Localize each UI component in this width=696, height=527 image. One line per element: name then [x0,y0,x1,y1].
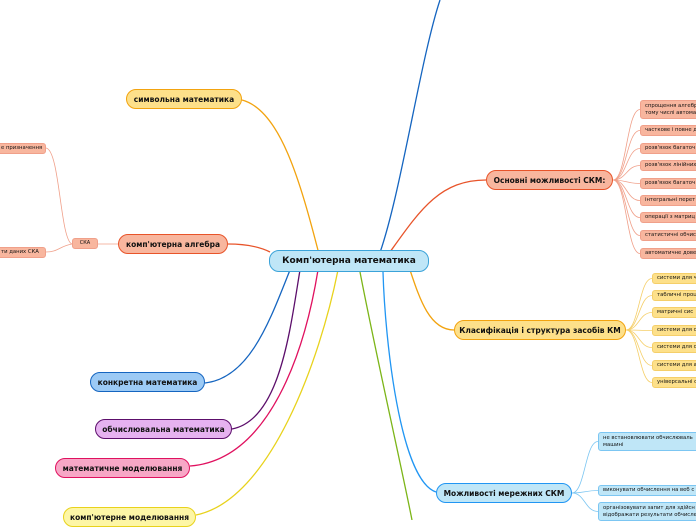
cas-feature-item[interactable]: статистичні обчис [640,230,696,241]
link-green [359,271,413,520]
classification-item[interactable]: системи для с [652,325,696,336]
branch-computer-modeling[interactable]: комп'ютерне моделювання [63,507,196,527]
link-classification-item [625,329,653,348]
link-network [382,271,437,493]
link-purpose [45,147,73,245]
network-item[interactable]: виконувати обчислення на веб с [598,485,696,496]
link-concrete [204,269,291,384]
link-network-item [571,441,599,494]
link-classification [409,269,455,331]
link-cas-feature-item [612,179,641,218]
link-cas-features [389,179,487,253]
cas-feature-item[interactable]: операції з матриц [640,212,696,223]
link-classification-item [625,278,653,331]
branch-cas-features[interactable]: Основні можливості СКМ: [486,170,613,190]
link-top [377,0,441,259]
branch-network-cas[interactable]: Можливості мережних СКМ [436,483,572,503]
branch-classification[interactable]: Класифікація і структура засобів КМ [454,320,626,340]
topic-cka[interactable]: СКА [72,238,98,249]
link-classification-item [625,295,653,331]
branch-concrete-math[interactable]: конкретна математика [90,372,205,392]
link-cas-feature-item [612,109,641,181]
link-classification-item [625,312,653,331]
link-cas-feature-item [612,148,641,181]
cas-feature-item[interactable]: автоматичне дове [640,248,696,259]
link-computational [231,269,301,430]
branch-math-modeling[interactable]: математичне моделювання [55,458,190,478]
link-cas-feature-item [612,179,641,254]
cas-feature-item[interactable]: часткове і повне д [640,125,696,136]
central-topic[interactable]: Комп'ютерна математика [269,250,429,272]
topic-cka-purpose[interactable]: е призначення [0,143,46,154]
cas-feature-item[interactable]: спрощення алгебр тому числі автома [640,100,696,119]
link-classification-item [625,329,653,383]
cas-feature-item[interactable]: розв'язок багаточ [640,178,696,189]
link-network-item [571,492,599,512]
link-modeling [189,269,319,467]
link-classification-item [625,329,653,366]
classification-item[interactable]: системи для ч [652,273,696,284]
network-item[interactable]: не встановлювати обчислюваль машині [598,432,696,451]
classification-item[interactable]: матричні сис [652,307,696,318]
cas-feature-item[interactable]: розв'язок лінійних [640,160,696,171]
link-cas-feature-item [612,179,641,236]
cas-feature-item[interactable]: розв'язок багаточ [640,143,696,154]
branch-computational-math[interactable]: обчислювальна математика [95,419,232,439]
cas-feature-item[interactable]: інтегральні перет [640,195,696,206]
classification-item[interactable]: системи для с [652,342,696,353]
branch-computer-algebra[interactable]: комп'ютерна алгебра [118,234,228,254]
topic-cka-data[interactable]: ти даних СКА [0,247,46,258]
classification-item[interactable]: універсальні с [652,377,696,388]
link-computer-modeling [195,269,339,516]
classification-item[interactable]: системи для а [652,360,696,371]
link-network-item [571,490,599,494]
classification-item[interactable]: табличні проц [652,290,696,301]
link-cas-feature-item [612,165,641,181]
network-item[interactable]: організовувати запит для здійсн відображ… [598,502,696,521]
link-algebra [227,243,271,253]
link-symbolic [241,99,321,259]
link-cas-feature-item [612,130,641,181]
link-data [45,243,73,253]
branch-symbolic-math[interactable]: символьна математика [126,89,242,109]
